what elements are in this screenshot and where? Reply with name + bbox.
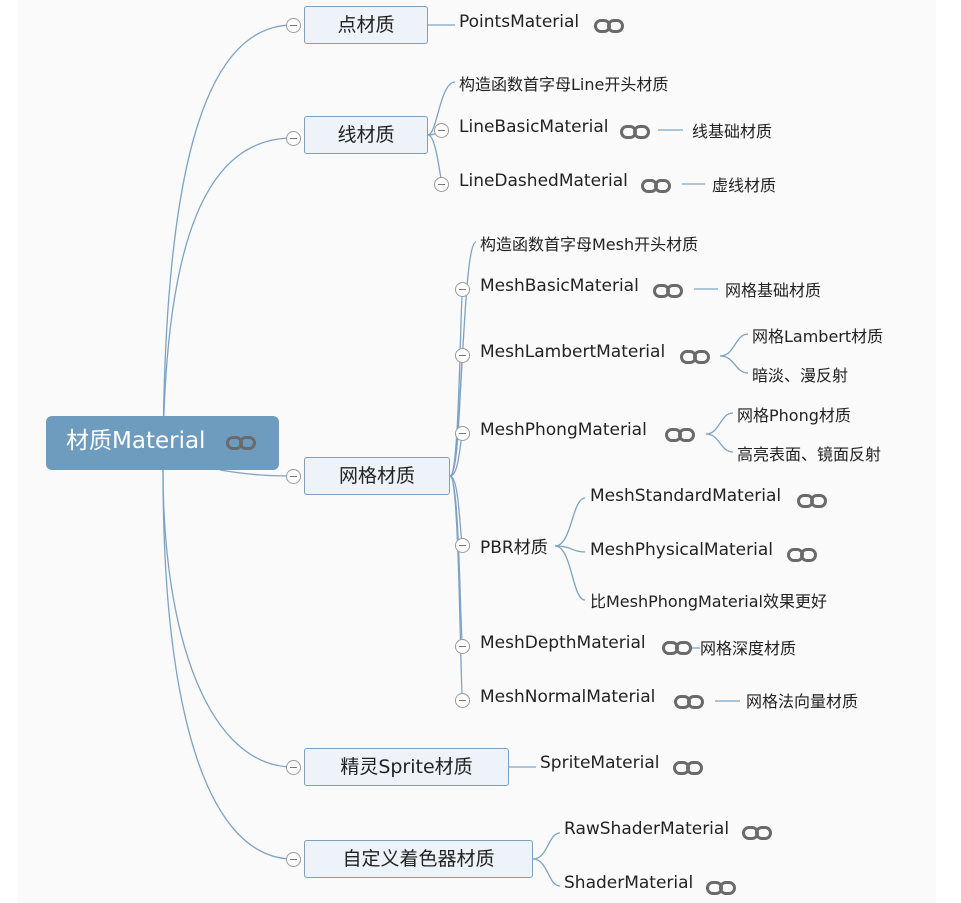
collapse-toggle-mesh-lambert[interactable] <box>455 348 470 363</box>
collapse-toggle-line-dashed[interactable] <box>434 177 449 192</box>
link-icon[interactable] <box>665 428 695 442</box>
node-mesh-standard[interactable]: MeshStandardMaterial <box>590 486 782 506</box>
mesh-lambert-desc2: 暗淡、漫反射 <box>752 366 849 385</box>
collapse-toggle-pbr[interactable] <box>455 538 470 553</box>
mesh-phong-desc1: 网格Phong材质 <box>737 406 851 425</box>
link-icon[interactable] <box>653 284 683 298</box>
link-icon[interactable] <box>226 436 256 450</box>
line-dashed-desc: 虚线材质 <box>712 176 777 195</box>
line-note: 构造函数首字母Line开头材质 <box>459 75 669 94</box>
collapse-toggle-mesh-phong[interactable] <box>455 426 470 441</box>
collapse-toggle-mesh-basic[interactable] <box>455 282 470 297</box>
collapse-toggle-line-basic[interactable] <box>434 123 449 138</box>
line-basic-desc: 线基础材质 <box>692 122 773 141</box>
node-pbr[interactable]: PBR材质 <box>480 538 548 558</box>
collapse-toggle-sprite[interactable] <box>286 760 301 775</box>
link-icon[interactable] <box>742 826 772 840</box>
node-mesh-depth[interactable]: MeshDepthMaterial <box>480 633 646 653</box>
mesh-depth-desc: 网格深度材质 <box>700 639 797 658</box>
node-mesh-normal[interactable]: MeshNormalMaterial <box>480 687 656 707</box>
link-icon[interactable] <box>641 179 671 193</box>
node-points-material[interactable]: PointsMaterial <box>459 12 580 32</box>
node-line-basic[interactable]: LineBasicMaterial <box>459 117 609 137</box>
branch-shader[interactable]: 自定义着色器材质 <box>304 840 533 878</box>
collapse-toggle-mesh-normal[interactable] <box>455 693 470 708</box>
pbr-note: 比MeshPhongMaterial效果更好 <box>590 592 828 611</box>
mesh-note: 构造函数首字母Mesh开头材质 <box>480 235 699 254</box>
link-icon[interactable] <box>797 494 827 508</box>
node-shader-material[interactable]: ShaderMaterial <box>564 873 694 893</box>
link-icon[interactable] <box>706 881 736 895</box>
branch-sprite[interactable]: 精灵Sprite材质 <box>304 748 509 786</box>
link-icon[interactable] <box>673 761 703 775</box>
node-mesh-basic[interactable]: MeshBasicMaterial <box>480 276 639 296</box>
node-mesh-physical[interactable]: MeshPhysicalMaterial <box>590 540 773 560</box>
collapse-toggle-line[interactable] <box>286 131 301 146</box>
branch-mesh[interactable]: 网格材质 <box>304 457 450 495</box>
link-icon[interactable] <box>787 548 817 562</box>
mesh-phong-desc2: 高亮表面、镜面反射 <box>737 445 882 464</box>
link-icon[interactable] <box>594 19 624 33</box>
link-icon[interactable] <box>620 125 650 139</box>
collapse-toggle-shader[interactable] <box>286 852 301 867</box>
collapse-toggle-points[interactable] <box>286 18 301 33</box>
mesh-lambert-desc1: 网格Lambert材质 <box>752 327 884 346</box>
node-sprite-material[interactable]: SpriteMaterial <box>540 753 660 773</box>
collapse-toggle-mesh-depth[interactable] <box>455 639 470 654</box>
branch-points[interactable]: 点材质 <box>304 6 428 44</box>
mesh-basic-desc: 网格基础材质 <box>725 281 822 300</box>
mesh-normal-desc: 网格法向量材质 <box>746 692 859 711</box>
collapse-toggle-mesh[interactable] <box>286 469 301 484</box>
node-mesh-lambert[interactable]: MeshLambertMaterial <box>480 342 666 362</box>
node-line-dashed[interactable]: LineDashedMaterial <box>459 171 628 191</box>
link-icon[interactable] <box>680 350 710 364</box>
root-label: 材质Material <box>66 428 206 454</box>
branch-line[interactable]: 线材质 <box>304 116 428 154</box>
link-icon[interactable] <box>662 641 692 655</box>
node-raw-shader-material[interactable]: RawShaderMaterial <box>564 819 730 839</box>
link-icon[interactable] <box>674 695 704 709</box>
node-mesh-phong[interactable]: MeshPhongMaterial <box>480 420 647 440</box>
